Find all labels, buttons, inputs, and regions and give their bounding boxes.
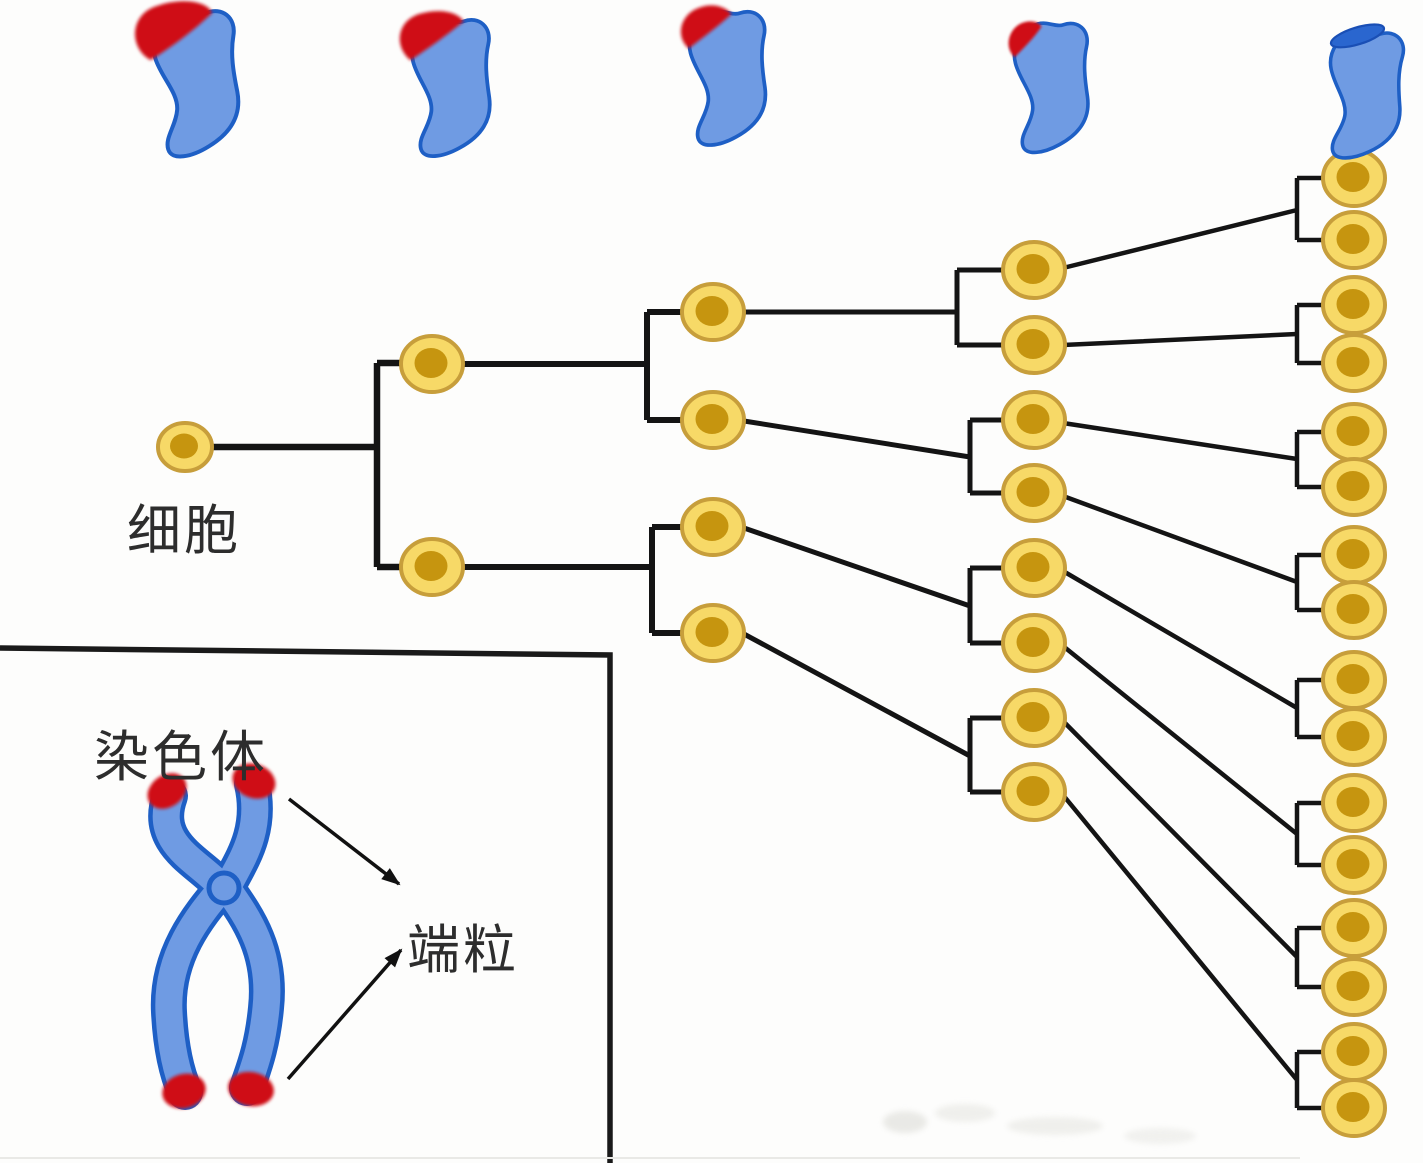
cell-generation-5 (1321, 148, 1387, 1138)
cell-generation-4 (1001, 240, 1067, 822)
chromosome-arm-telomere-small-icon (1008, 21, 1090, 155)
cell-generation-2 (399, 334, 465, 597)
cell-node (1321, 525, 1387, 585)
cell-node (1321, 1078, 1387, 1138)
telomere-tip-upper-right (232, 763, 276, 799)
link-gen4 (1061, 175, 1324, 1111)
left-chromatid (152, 782, 240, 1106)
cell-node (1321, 898, 1387, 958)
cell-node (1321, 275, 1387, 335)
chromosome-label: 染色体 (94, 726, 269, 788)
telomere-arrow-upper (287, 797, 401, 886)
cell-node (1321, 835, 1387, 895)
link-gen1 (212, 359, 406, 571)
link-gen2 (462, 309, 684, 636)
telomere-cap (1008, 21, 1042, 58)
cell-node (680, 390, 746, 450)
chromosome-arm-open-cuff (1329, 23, 1386, 49)
chromosome-arm-telomere-medium-icon (680, 5, 768, 147)
cell-node (1321, 333, 1387, 393)
telomere-tip-lower-left (162, 1073, 206, 1109)
cell-node (680, 603, 746, 663)
telomere-cap (135, 1, 213, 61)
inset-box (0, 645, 1300, 1163)
telomere-tip-upper-left (147, 773, 187, 809)
cell-generation-1 (156, 421, 214, 473)
cell-node (1001, 613, 1067, 673)
cell-node (1321, 1022, 1387, 1082)
telomere-tip-lower-right (228, 1071, 274, 1107)
cell-node (1321, 707, 1387, 767)
telomere-arrow-lower (286, 948, 403, 1081)
cell-node (1001, 390, 1067, 450)
cell-node (1321, 402, 1387, 462)
cell-node (1321, 773, 1387, 833)
cell-node (1321, 457, 1387, 517)
cell-node (1001, 538, 1067, 598)
cell-node (1321, 580, 1387, 640)
cell-node (1001, 315, 1067, 375)
chromosome-arm-body (1322, 27, 1408, 164)
cell-node (399, 334, 465, 394)
cell-node (680, 497, 746, 557)
cell-node (399, 537, 465, 597)
link-gen3 (742, 267, 1004, 795)
cell-node (1001, 688, 1067, 748)
cell-generation-3 (680, 282, 746, 663)
right-chromatid (211, 770, 281, 1102)
cell-node (156, 421, 214, 473)
chromosome-arm-telomere-none-icon (1322, 23, 1408, 164)
chromosome-figure (147, 763, 285, 1110)
cell-node (680, 282, 746, 342)
chromosome-arm-telomere-full-icon (135, 1, 241, 159)
cell-node (1321, 650, 1387, 710)
cell-node (1321, 957, 1387, 1017)
cell-node (1001, 762, 1067, 822)
telomere-cap (680, 5, 732, 49)
telomere-shortening-row (135, 1, 1408, 164)
watermark-smudge (883, 1104, 1196, 1144)
inset-box-border (0, 645, 613, 1163)
chromosome-arm-telomere-large-icon (399, 11, 492, 159)
cell-label: 细胞 (127, 501, 241, 561)
cell-node (1321, 210, 1387, 270)
cell-node (1001, 463, 1067, 523)
cell-division-tree-links (212, 175, 1324, 1111)
telomere-cap (399, 11, 464, 61)
centromere (206, 870, 242, 906)
telomere-callout-arrows (286, 797, 403, 1081)
telomere-label: 端粒 (407, 921, 519, 980)
cell-node (1001, 240, 1067, 300)
telomere-tips (147, 763, 276, 1109)
